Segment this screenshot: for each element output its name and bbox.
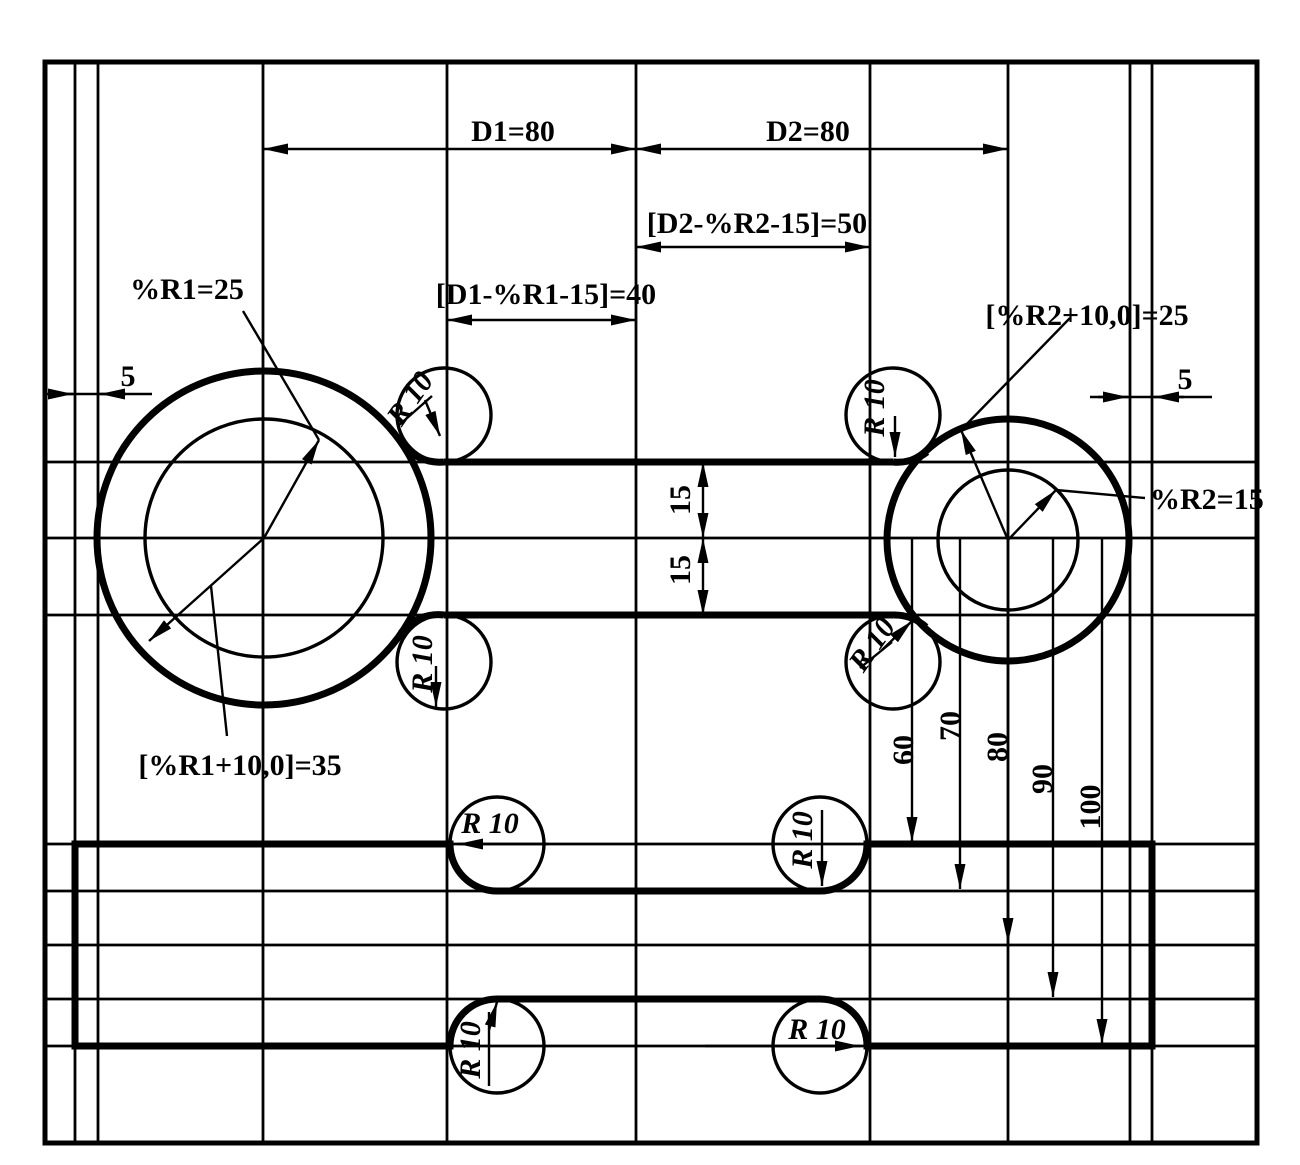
label-halfwidth-upper: 15 (664, 485, 697, 515)
label-d2-formula: [D2-%R2-15]=50 (647, 207, 867, 240)
label-fillet-br: R 10 (842, 612, 903, 679)
label-fillet-sv-bl: R 10 (454, 1021, 487, 1080)
left-boss-outer-circle (93, 367, 435, 709)
label-fillet-sv-br: R 10 (787, 1013, 846, 1046)
leader-r2 (1055, 488, 1146, 500)
radius-arrow-r2 (1007, 489, 1057, 541)
radius-leaders (148, 310, 1146, 737)
radius-arrow-r1 (262, 439, 321, 539)
label-fillet-sv-tl: R 10 (460, 807, 519, 840)
drawing-border (42, 59, 1260, 1146)
fillet-arrow (881, 620, 913, 651)
label-offset-90: 90 (1026, 764, 1059, 794)
label-gap-left: 5 (121, 360, 136, 393)
label-r2: %R2=15 (1150, 483, 1264, 516)
label-fillet-bl: R 10 (406, 635, 439, 694)
top-view (93, 366, 1133, 711)
label-r2-formula: [%R2+10,0]=25 (985, 299, 1188, 332)
leader-r1 (241, 310, 321, 441)
label-offset-60: 60 (887, 735, 920, 765)
leader-r2-outer (960, 317, 1071, 431)
label-d1-formula: [D1-%R1-15]=40 (436, 278, 656, 311)
label-offset-70: 70 (934, 711, 967, 741)
label-fillet-tr: R 10 (858, 379, 891, 438)
label-offset-80: 80 (981, 732, 1014, 762)
label-gap-right: 5 (1178, 363, 1193, 396)
label-r1-formula: [%R1+10,0]=35 (138, 749, 341, 782)
fillet-arc (398, 611, 445, 636)
fillet-arc (892, 449, 930, 466)
fillet-leaders (397, 395, 913, 1086)
label-fillet-sv-tr: R 10 (786, 811, 819, 870)
left-boss-inner-circle (143, 417, 385, 659)
label-halfwidth-lower: 15 (664, 555, 697, 585)
notch-fillet-circle (448, 997, 546, 1095)
radius-arrow-r2-outer (959, 429, 1010, 541)
fillet-arrow (484, 1001, 499, 1031)
radius-arrow-r1-outer (148, 537, 265, 642)
fillet-arc (892, 611, 929, 630)
fillet-arc (398, 439, 445, 466)
dimension-lines (45, 143, 1212, 1044)
label-offset-100: 100 (1074, 785, 1107, 830)
label-r1: %R1=25 (130, 273, 244, 306)
leader-r1-outer (209, 585, 229, 737)
fillet-arrow (423, 399, 442, 437)
label-d2: D2=80 (766, 115, 850, 148)
dimension-labels: D1=80 D2=80 [D2-%R2-15]=50 [D1-%R1-15]=4… (121, 115, 1264, 1080)
label-d1: D1=80 (471, 115, 555, 148)
notch-fillet-circle (771, 795, 869, 893)
